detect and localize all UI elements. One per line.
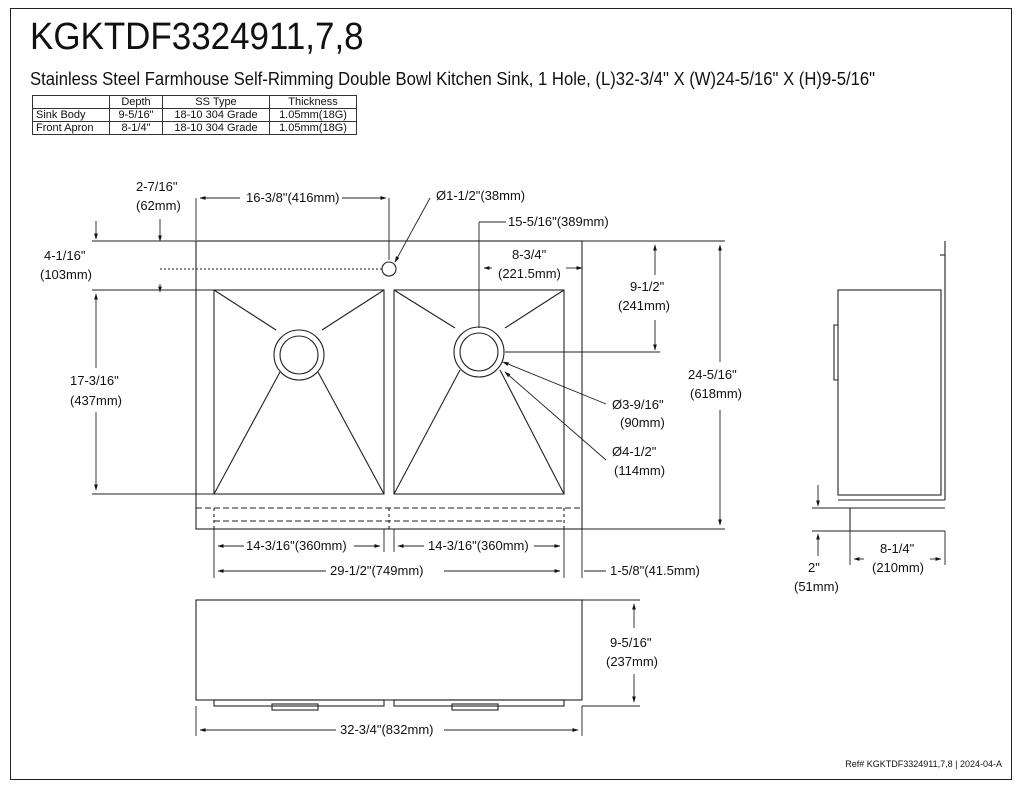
top-view-dimensions xyxy=(92,196,725,578)
dim-rim-top-mm: (103mm) xyxy=(40,267,92,282)
side-view xyxy=(833,241,946,532)
left-drain-inner xyxy=(279,335,319,375)
dim-apron-mm: (210mm) xyxy=(872,560,924,575)
dim-height-in: 9-5/16" xyxy=(610,635,652,650)
spec-header-cell: Thickness xyxy=(269,95,357,109)
dim-overall-length: 32-3/4"(832mm) xyxy=(340,722,433,737)
faucet-hole xyxy=(381,261,397,277)
dim-bowl-depth-mm: (437mm) xyxy=(70,393,122,408)
front-view-dimensions xyxy=(195,599,640,736)
left-drain-outer xyxy=(273,329,325,381)
spec-cell: 1.05mm(18G) xyxy=(269,121,357,135)
dim-bowl-right: 14-3/16"(360mm) xyxy=(428,538,529,553)
dim-drain-large-in: Ø4-1/2" xyxy=(612,444,657,459)
side-view-dimensions xyxy=(812,485,946,565)
spec-table-header: Depth SS Type Thickness xyxy=(32,95,357,109)
dim-drain-offset: 15-5/16"(389mm) xyxy=(508,214,609,229)
dim-height-mm: (237mm) xyxy=(606,654,658,669)
dim-drain-right-in: 8-3/4" xyxy=(512,247,547,262)
right-drain-outer xyxy=(453,326,505,378)
spec-table: Depth SS Type Thickness Sink Body 9-5/16… xyxy=(32,95,357,135)
drawing-frame xyxy=(10,8,1012,780)
side-bowl xyxy=(837,289,942,496)
dim-rim-left-in: 2-7/16" xyxy=(136,179,178,194)
left-bowl xyxy=(213,289,385,495)
dim-drain-top-mm: (241mm) xyxy=(618,298,670,313)
dim-apron-in: 8-1/4" xyxy=(880,541,915,556)
dim-rim-left-mm: (62mm) xyxy=(136,198,181,213)
dim-drain-small-mm: (90mm) xyxy=(620,415,665,430)
dim-lip-mm: (51mm) xyxy=(794,579,839,594)
dim-rim-right: 1-5/8"(41.5mm) xyxy=(610,563,700,578)
dim-rim-top-in: 4-1/16" xyxy=(44,248,86,263)
dim-overall-width-mm: (618mm) xyxy=(690,386,742,401)
dim-drain-right-mm: (221.5mm) xyxy=(498,266,561,281)
front-view xyxy=(195,599,583,711)
right-drain-inner xyxy=(459,332,499,372)
front-apron-face xyxy=(195,599,583,701)
top-view xyxy=(195,240,583,530)
spec-cell: 9-5/16" xyxy=(109,108,163,122)
spec-cell: Front Apron xyxy=(32,121,110,135)
sink-outline xyxy=(195,240,583,530)
dim-bowl-left: 14-3/16"(360mm) xyxy=(246,538,347,553)
spec-cell: Sink Body xyxy=(32,108,110,122)
model-number: KGKTDF3324911,7,8 xyxy=(30,16,364,58)
dim-hole-offset: 16-3/8"(416mm) xyxy=(246,190,339,205)
dim-drain-large-mm: (114mm) xyxy=(614,463,665,478)
dim-lip-in: 2" xyxy=(808,560,820,575)
dim-bowl-depth-in: 17-3/16" xyxy=(70,373,119,388)
spec-cell: 18-10 304 Grade xyxy=(162,121,270,135)
dim-drain-top-in: 9-1/2" xyxy=(630,279,665,294)
dim-inner-length: 29-1/2"(749mm) xyxy=(330,563,423,578)
dim-drain-small-in: Ø3-9/16" xyxy=(612,397,664,412)
reference-number: Ref# KGKTDF3324911,7,8 | 2024-04-A xyxy=(845,759,1002,769)
spec-table-row: Front Apron 8-1/4" 18-10 304 Grade 1.05m… xyxy=(32,121,357,135)
dimension-labels: 2-7/16" (62mm) 16-3/8"(416mm) Ø1-1/2"(38… xyxy=(40,179,924,737)
dim-hole-diameter: Ø1-1/2"(38mm) xyxy=(436,188,525,203)
product-description: Stainless Steel Farmhouse Self-Rimming D… xyxy=(30,68,876,89)
dim-overall-width-in: 24-5/16" xyxy=(688,367,737,382)
